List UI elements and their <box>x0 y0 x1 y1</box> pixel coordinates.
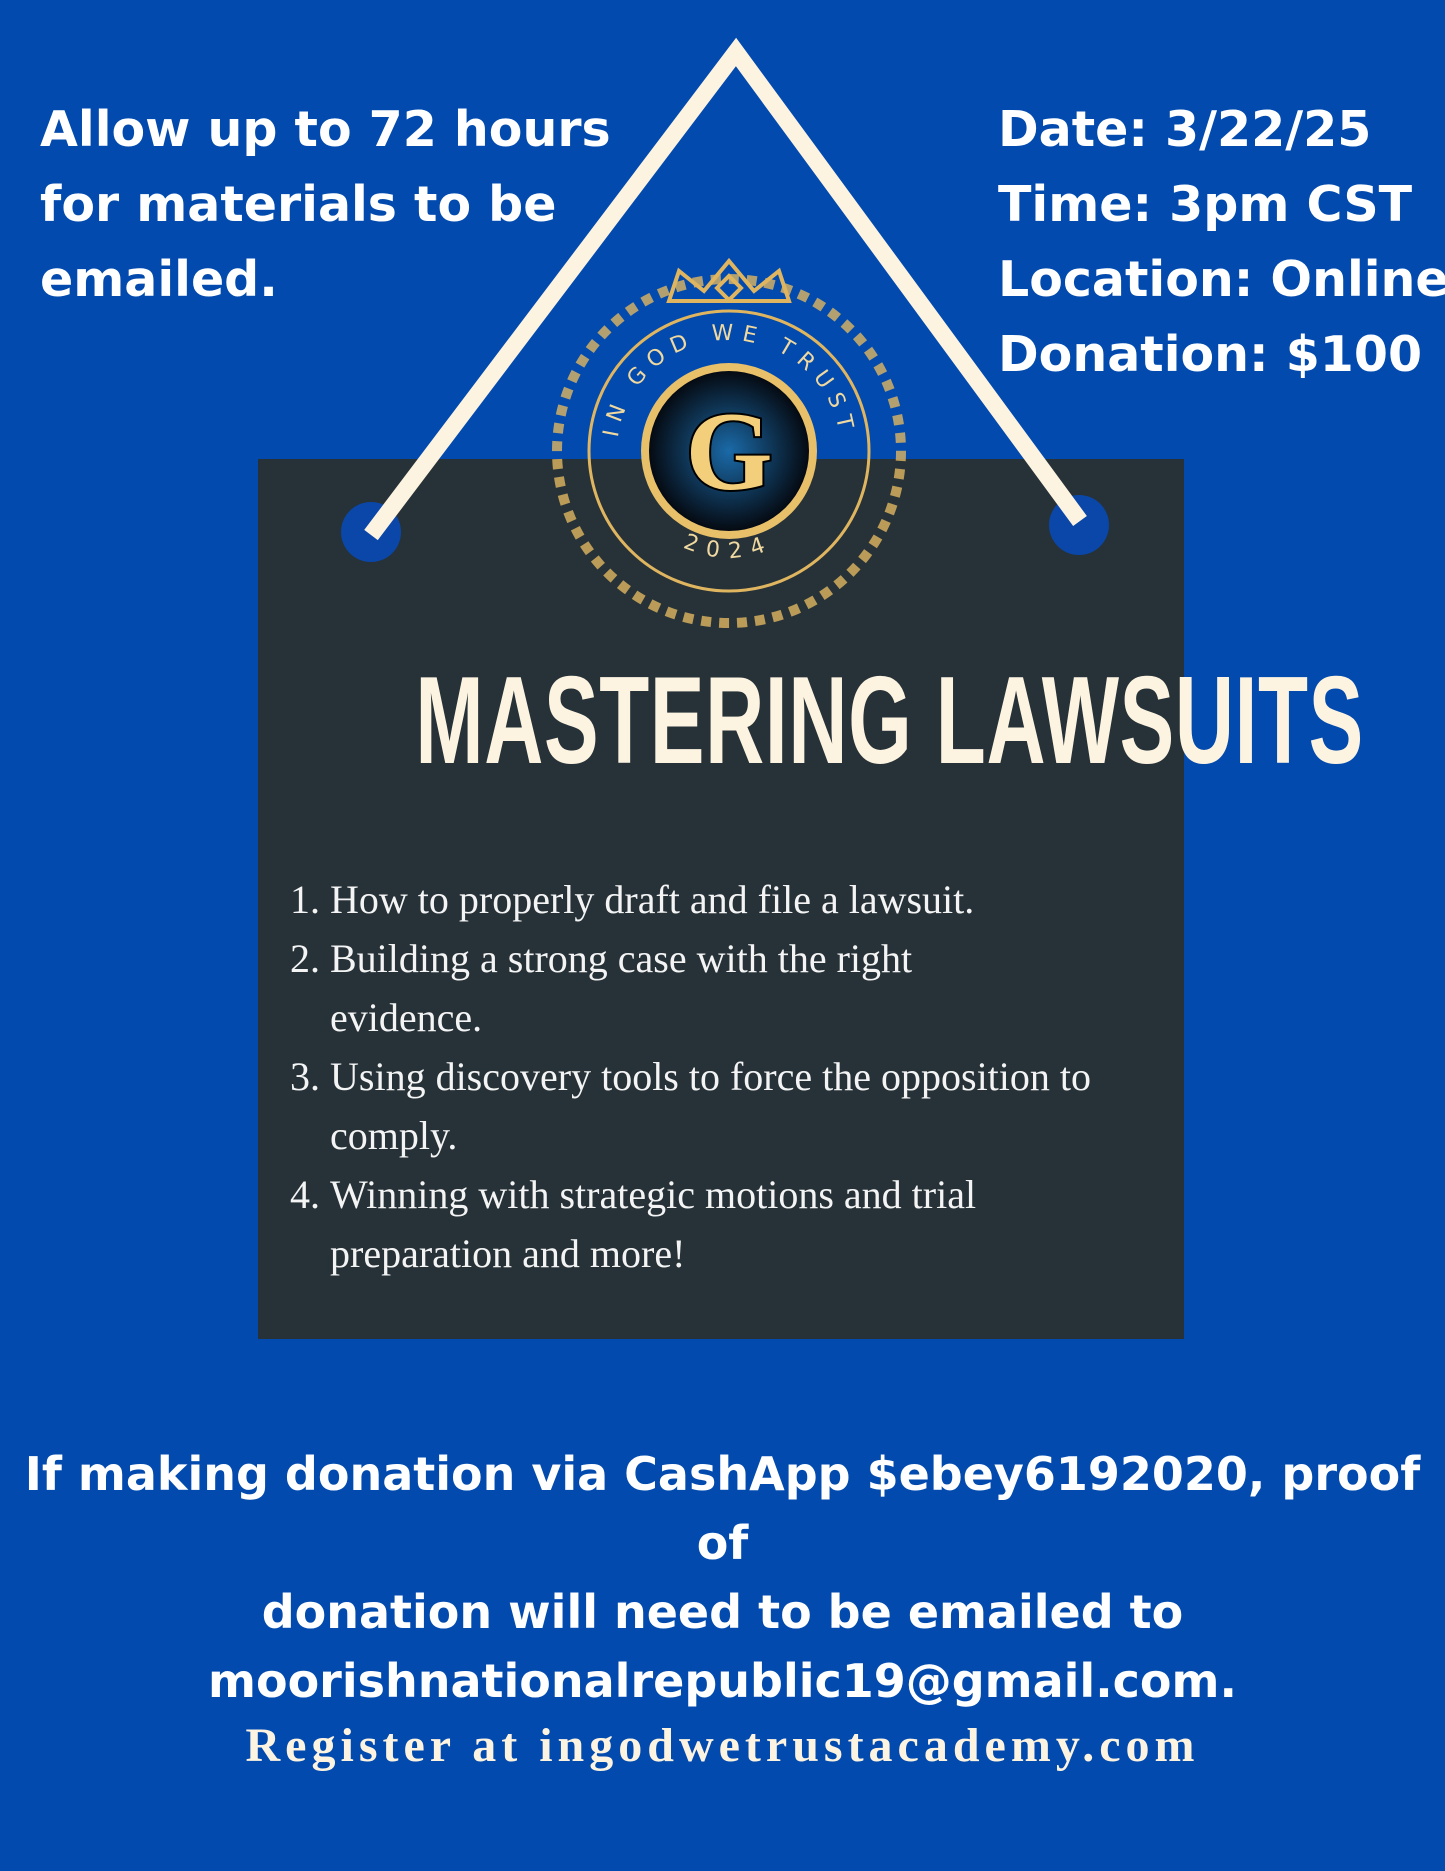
crown-icon <box>666 257 792 303</box>
notice-line: for materials to be <box>40 176 557 233</box>
item-text: Winning with strategic motions and trial… <box>330 1172 977 1276</box>
register-link: Register at ingodwetrustacademy.com <box>245 1719 1200 1772</box>
donation-line: donation will need to be emailed to <box>261 1585 1184 1639</box>
item-number: 3. <box>290 1054 320 1099</box>
event-donation: Donation: $100 <box>998 326 1423 383</box>
donation-email: moorishnationalrepublic19@gmail.com. <box>208 1654 1237 1708</box>
notice-line: emailed. <box>40 251 278 308</box>
topic-list: 1.How to properly draft and file a lawsu… <box>290 870 1170 1283</box>
list-item: 3.Using discovery tools to force the opp… <box>290 1047 1170 1165</box>
item-text: How to properly draft and file a lawsuit… <box>330 877 975 922</box>
item-number: 1. <box>290 877 320 922</box>
donation-line: If making donation via CashApp $ebey6192… <box>24 1447 1421 1570</box>
list-item: 2.Building a strong case with the right … <box>290 929 1170 1047</box>
event-time: Time: 3pm CST <box>998 176 1413 233</box>
event-details: Date: 3/22/25 Time: 3pm CST Location: On… <box>998 92 1445 392</box>
page-title: MASTERING LAWSUITS <box>415 652 1364 790</box>
outer-ring <box>587 309 871 593</box>
item-text: Using discovery tools to force the oppos… <box>330 1054 1092 1158</box>
event-location: Location: Online <box>998 251 1445 308</box>
item-text: Building a strong case with the right ev… <box>330 936 913 1040</box>
sign-board <box>258 459 1184 1339</box>
item-number: 2. <box>290 936 320 981</box>
donation-instructions: If making donation via CashApp $ebey6192… <box>0 1440 1445 1716</box>
notice-line: Allow up to 72 hours <box>40 101 611 158</box>
logo-letter: G <box>685 390 772 514</box>
logo-emblem: G IN GOD WE TRUST 2024 <box>552 257 906 628</box>
ornament-ring <box>552 274 906 628</box>
list-item: 4.Winning with strategic motions and tri… <box>290 1165 1170 1283</box>
list-item: 1.How to properly draft and file a lawsu… <box>290 870 1170 929</box>
hanger-string <box>364 37 1087 541</box>
materials-notice: Allow up to 72 hours for materials to be… <box>40 92 611 317</box>
item-number: 4. <box>290 1172 320 1217</box>
event-date: Date: 3/22/25 <box>998 101 1372 158</box>
